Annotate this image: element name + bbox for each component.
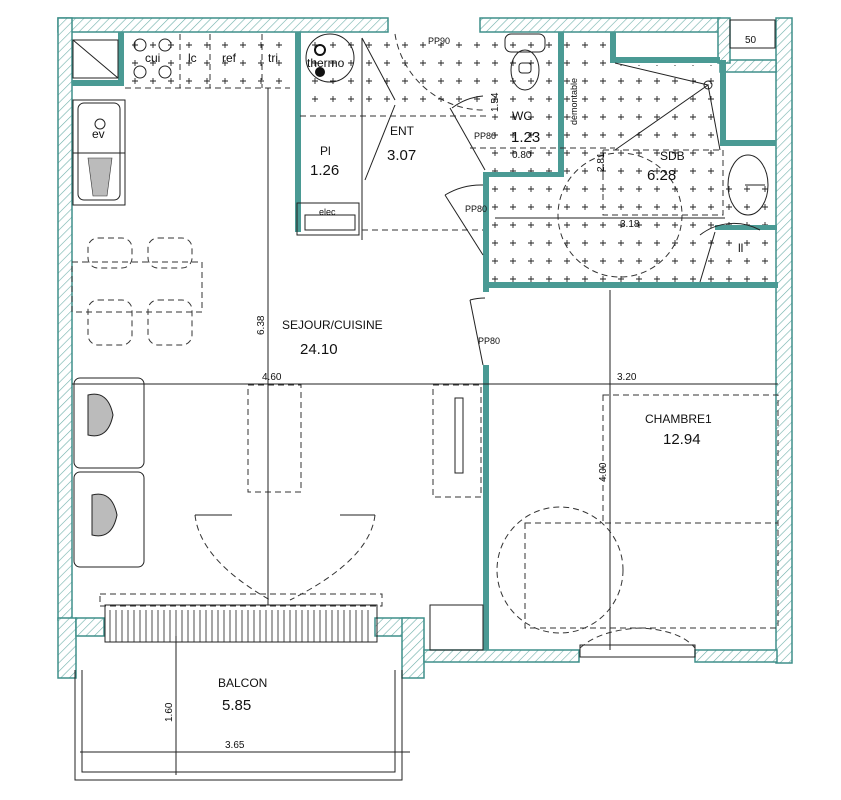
electrical-label: elec: [319, 207, 336, 217]
exterior-walls: [57, 17, 793, 679]
water-heater-label: thermo: [307, 56, 345, 70]
sejour-name: SEJOUR/CUISINE: [282, 318, 383, 332]
placard-area: 1.26: [310, 162, 339, 179]
coffee-table: [247, 384, 302, 493]
balcon-width-dim: 3.65: [225, 740, 245, 751]
sdb-name: SDB: [660, 149, 685, 163]
bed: [496, 394, 779, 634]
water-heater: thermo: [305, 33, 355, 83]
interior-walls: [72, 32, 778, 651]
entree-name: ENT: [390, 124, 415, 138]
entree-area: 3.07: [387, 147, 416, 164]
placard-name: Pl: [320, 144, 331, 158]
wc-door-label: PP80: [474, 131, 496, 141]
wc-width: 0.80: [512, 150, 532, 161]
sejour-depth-dim: 6.38: [256, 315, 267, 335]
sejour-area: 24.10: [300, 341, 338, 358]
duct-dim: 50: [745, 35, 757, 46]
tv-unit: [432, 384, 482, 498]
sorting-label: tri: [268, 51, 278, 65]
doors: [194, 33, 761, 649]
sink-label: ev: [92, 127, 105, 141]
balcony-railing: [74, 593, 696, 781]
dimension-lines: [72, 88, 778, 775]
kitchen-counter: cui lc ref tri: [72, 34, 290, 89]
sdb-depth-dim: 2.81: [596, 152, 607, 172]
dishwasher-label: lc: [188, 51, 197, 65]
chambre-name: CHAMBRE1: [645, 412, 712, 426]
duct: [729, 19, 776, 49]
sdb-width-dim: 3.18: [620, 219, 640, 230]
wc-area: 1.23: [511, 129, 540, 146]
balcon-name: BALCON: [218, 676, 267, 690]
balcon-depth-dim: 1.60: [164, 702, 175, 722]
chambre-width-dim: 3.20: [617, 372, 637, 383]
sejour-width-dim: 4.60: [262, 372, 282, 383]
tiled-floor: [125, 34, 775, 283]
washer-label: ll: [738, 241, 743, 255]
sofa: [73, 377, 145, 568]
chambre-depth-dim: 4.00: [598, 462, 609, 482]
washbasin: [727, 154, 769, 216]
dining-table: [71, 237, 203, 346]
balcon-area: 5.85: [222, 697, 251, 714]
sink: ev: [72, 99, 126, 206]
entry-door-label: PP90: [428, 36, 450, 46]
toilet: [504, 33, 546, 91]
fridge-label: ref: [222, 51, 237, 65]
sdb-door-label: PP80: [465, 204, 487, 214]
electrical-panel: elec: [296, 202, 360, 236]
cooktop-label: cui: [145, 51, 160, 65]
sdb-area: 6.28: [647, 167, 676, 184]
removable-label: démontable: [569, 78, 579, 125]
wc-name: WC: [512, 109, 532, 123]
shower: [557, 62, 724, 278]
wc-depth-dim: 1.54: [490, 92, 501, 112]
tv-icon: [454, 397, 464, 474]
chambre-door-label: PP80: [478, 336, 500, 346]
chambre-area: 12.94: [663, 431, 701, 448]
